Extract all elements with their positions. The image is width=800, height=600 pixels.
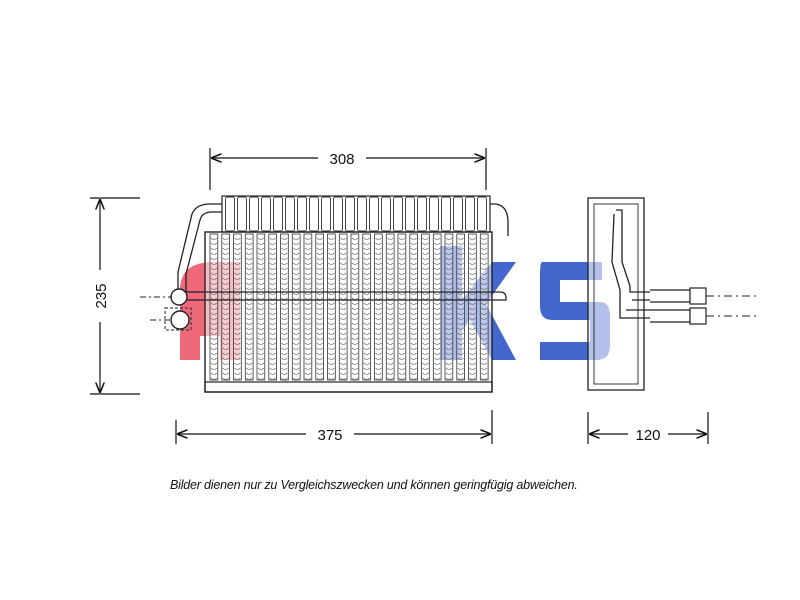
header-tube (369, 196, 379, 232)
dimension-top-width (209, 148, 487, 190)
upper-fitting (170, 288, 188, 306)
core-tube (244, 233, 254, 381)
core-tube (291, 233, 301, 381)
top-header (221, 195, 491, 233)
header-tube (453, 196, 463, 232)
header-tube (237, 196, 247, 232)
core-tube (303, 233, 313, 381)
core-tube (338, 233, 348, 381)
evaporator-core (204, 231, 493, 393)
dimension-bottom-width-label: 375 (317, 427, 342, 444)
fitting-bracket (164, 307, 192, 331)
dimension-height-label: 235 (93, 283, 110, 308)
side-view (587, 197, 650, 391)
core-tube (256, 233, 266, 381)
header-tube (345, 196, 355, 232)
dimension-depth (587, 412, 709, 444)
core-tube (385, 233, 395, 381)
core-tube (432, 233, 442, 381)
core-tube (479, 233, 489, 381)
core-tube (421, 233, 430, 381)
header-tube (405, 196, 415, 232)
core-tube (456, 233, 465, 381)
dimension-height (90, 197, 140, 395)
core-tube (209, 233, 219, 381)
disclaimer-caption: Bilder dienen nur zu Vergleichszwecken u… (170, 478, 578, 492)
header-tube (261, 196, 271, 232)
header-tube (297, 196, 307, 232)
header-tube (309, 196, 319, 232)
header-tube (285, 196, 295, 232)
header-tube (357, 196, 367, 232)
core-tube (350, 233, 360, 381)
core-tube (327, 233, 336, 381)
inlet-pipe (177, 203, 509, 301)
core-tube (374, 233, 383, 381)
core-tube (221, 233, 231, 381)
side-fittings (650, 287, 707, 325)
core-tube (268, 233, 277, 381)
side-view-pipe (611, 209, 650, 319)
core-bottom-plate (204, 381, 493, 393)
header-tube (225, 196, 235, 232)
core-tube (362, 233, 371, 381)
header-tube (333, 196, 343, 232)
dimension-bottom-width (175, 410, 493, 444)
centerline-left (140, 296, 172, 321)
core-tube (409, 233, 418, 381)
header-tube (381, 196, 391, 232)
header-tube (465, 196, 475, 232)
dimension-depth-label: 120 (635, 427, 660, 444)
core-tube (315, 233, 324, 381)
dimension-top-width-label: 308 (329, 151, 354, 168)
core-tube (397, 233, 407, 381)
centerline-right (706, 295, 758, 317)
header-tube (429, 196, 439, 232)
header-tube (441, 196, 451, 232)
header-tube (393, 196, 403, 232)
header-tube (273, 196, 283, 232)
core-tube (233, 233, 242, 381)
lower-fitting (170, 310, 190, 330)
core-tube (468, 233, 477, 381)
header-tube (477, 196, 487, 232)
header-tube (321, 196, 331, 232)
header-tube (417, 196, 427, 232)
core-tube (444, 233, 454, 381)
header-tubes (225, 196, 487, 232)
core-tube (280, 233, 289, 381)
core-fins (209, 233, 489, 381)
pipe-fittings (164, 288, 192, 331)
header-tube (249, 196, 259, 232)
